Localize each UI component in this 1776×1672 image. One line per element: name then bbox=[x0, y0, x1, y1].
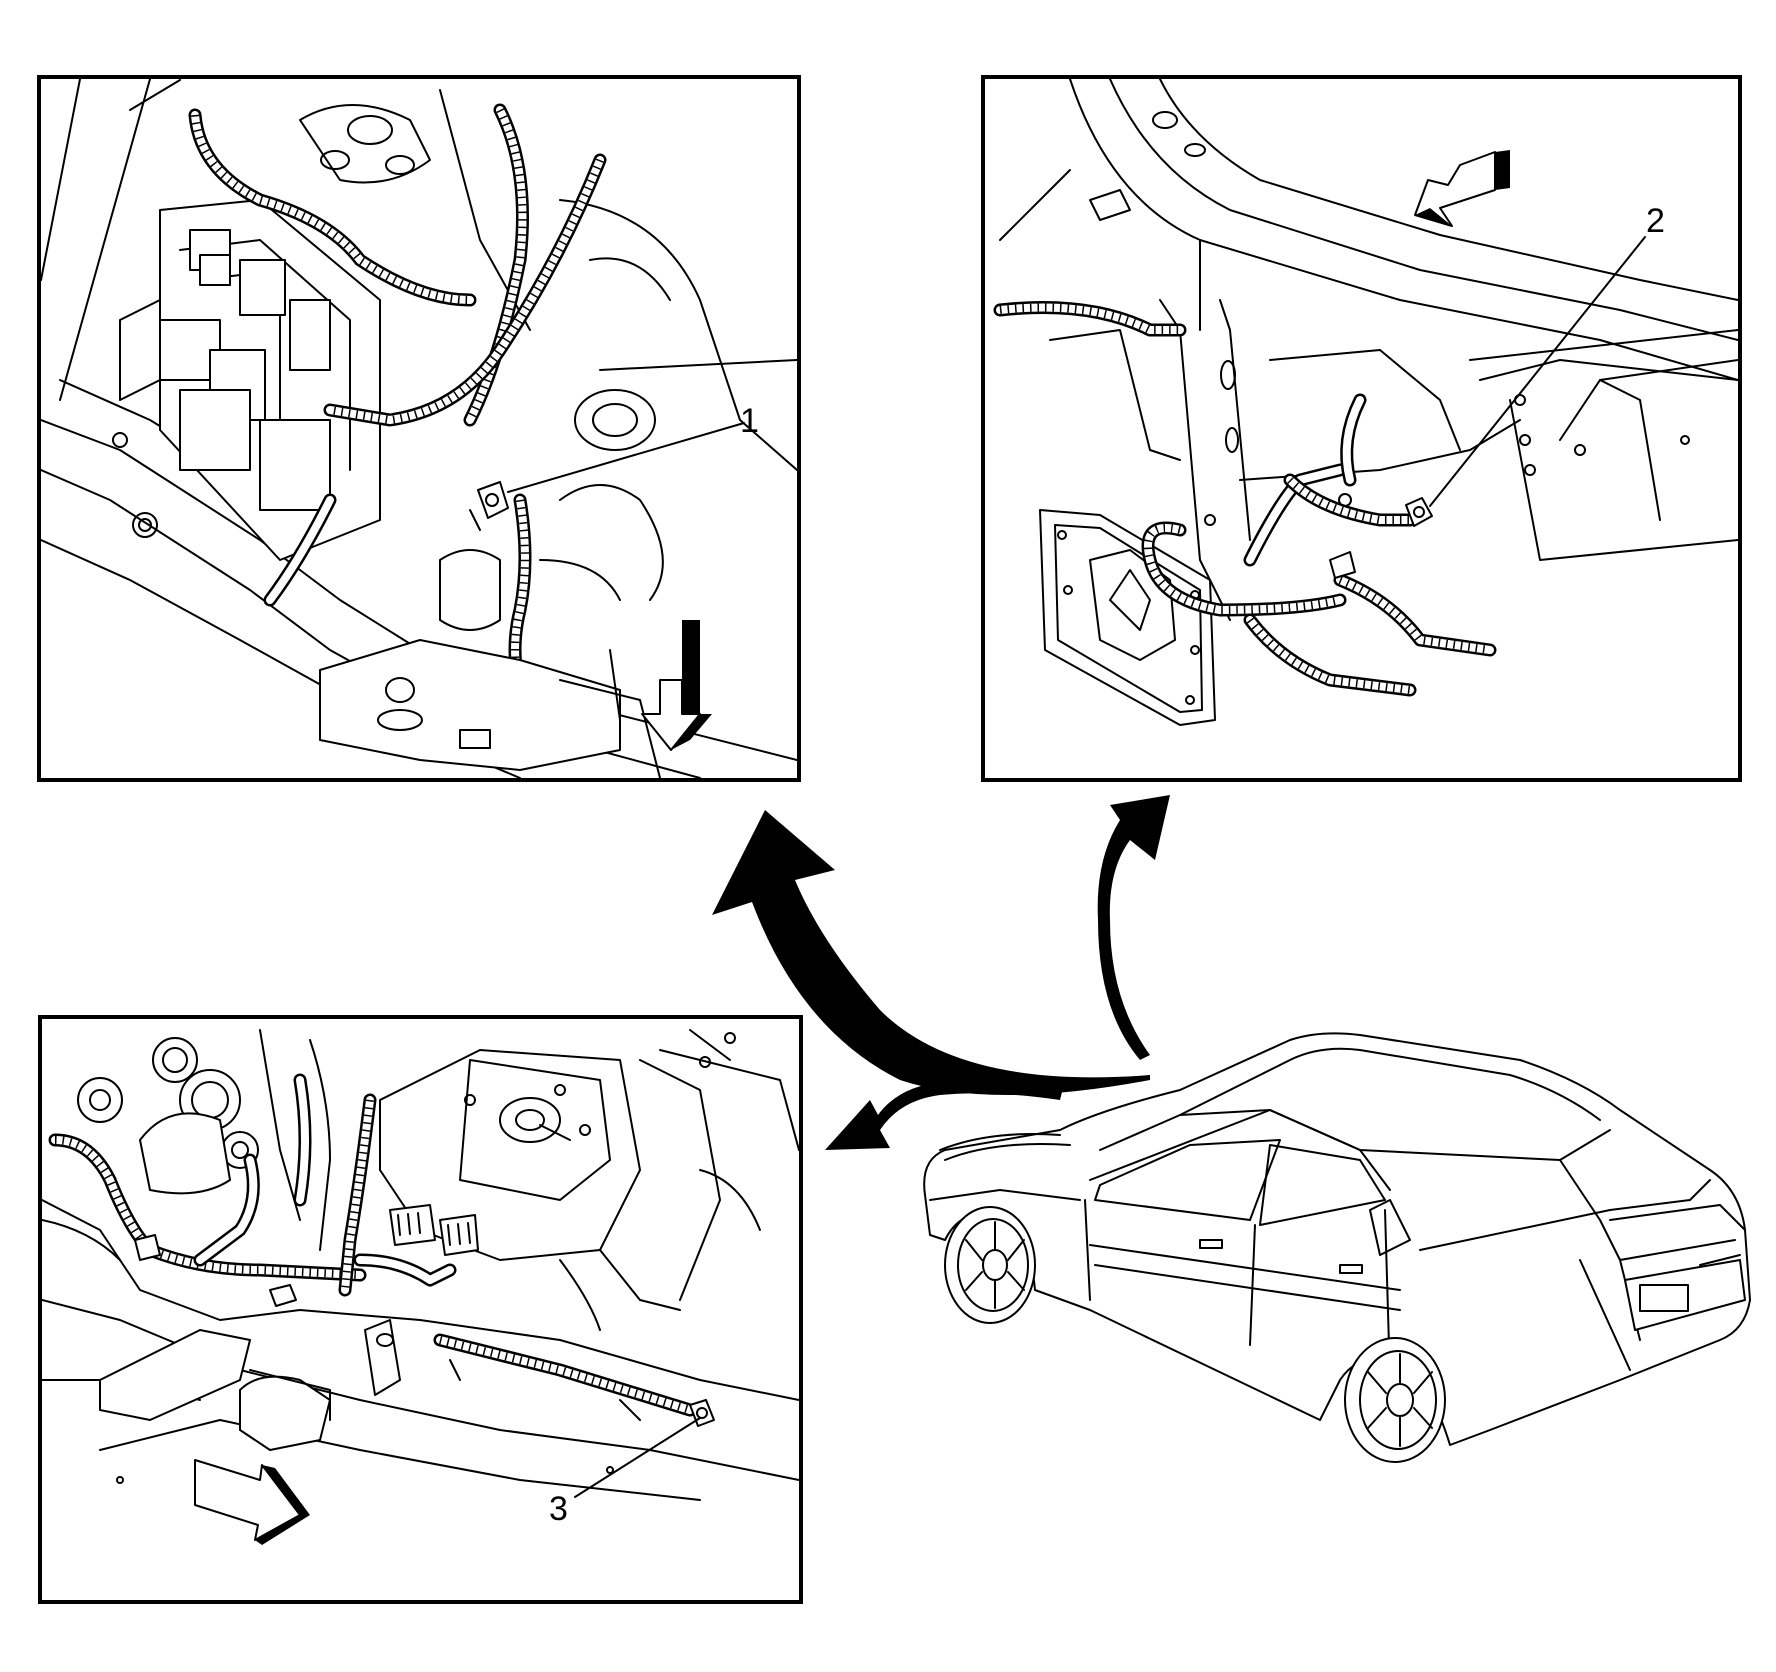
rear-compartment-illustration bbox=[993, 79, 1738, 726]
underbody-illustration bbox=[42, 1029, 799, 1501]
front-direction-arrow-2 bbox=[1414, 150, 1510, 227]
callout-1-label: 1 bbox=[740, 402, 759, 440]
callout-2-leader bbox=[1429, 236, 1646, 507]
callout-3-leader bbox=[574, 1417, 701, 1498]
front-direction-arrow-3 bbox=[194, 1459, 310, 1545]
callout-1-leader bbox=[507, 422, 745, 493]
top-left-detail-panel: 1 bbox=[37, 75, 801, 782]
front-direction-arrow bbox=[641, 620, 712, 751]
engine-compartment-illustration bbox=[41, 79, 797, 778]
pointer-arrow-to-bottom-left bbox=[825, 1081, 1062, 1150]
pointer-arrow-to-top-right bbox=[1097, 795, 1170, 1060]
bottom-left-detail-panel: 3 bbox=[38, 1015, 803, 1604]
top-right-detail-panel: 2 bbox=[981, 75, 1742, 782]
pointer-arrows bbox=[712, 795, 1170, 1150]
callout-3-label: 3 bbox=[549, 1490, 568, 1528]
callout-2-label: 2 bbox=[1646, 202, 1665, 240]
sedan-vehicle-illustration bbox=[923, 1032, 1751, 1463]
pointer-arrow-to-top-left bbox=[712, 810, 1150, 1095]
